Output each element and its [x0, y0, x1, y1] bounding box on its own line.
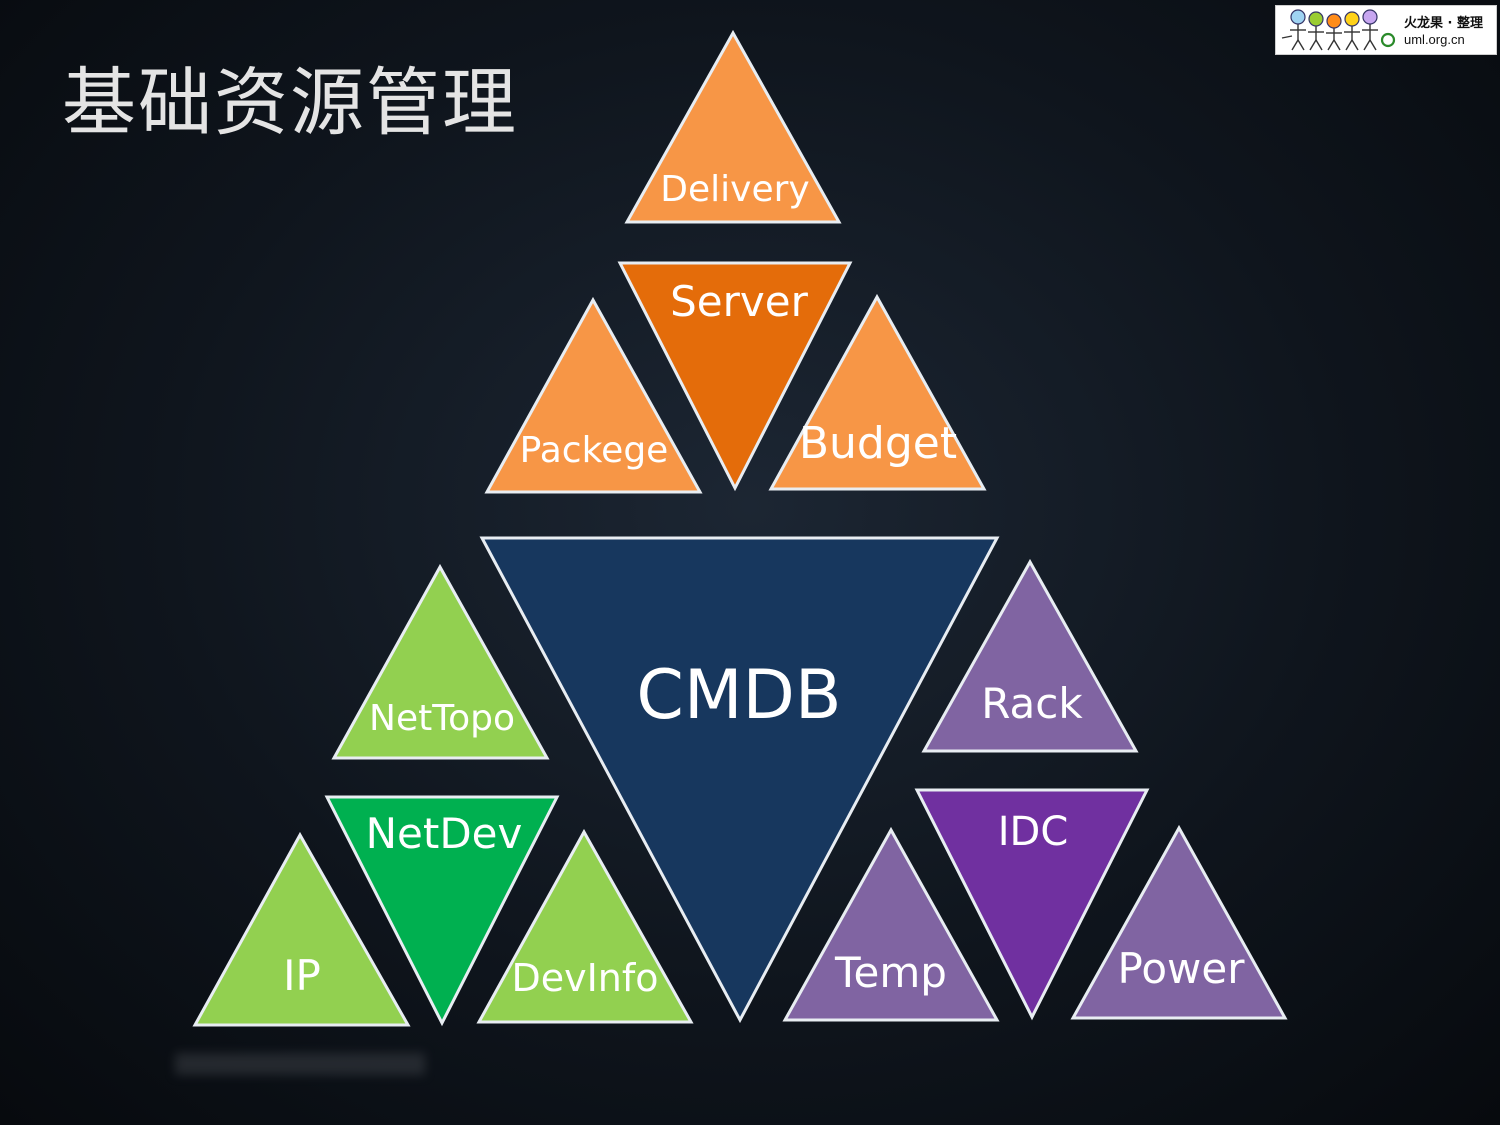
idc-label: IDC: [998, 809, 1069, 855]
rack-label: Rack: [981, 679, 1083, 728]
delivery-triangle: [624, 29, 842, 224]
rack-triangle: [921, 558, 1139, 753]
cmdb-triangle: [479, 536, 1000, 1024]
node-ip: IP: [192, 831, 411, 1027]
watermark-logo: 火龙果 · 整理 uml.org.cn: [1275, 5, 1497, 55]
server-triangle: [617, 261, 853, 492]
node-budget: Budget: [768, 293, 987, 491]
nettopo-label: NetTopo: [369, 698, 515, 739]
blurred-footer-text: [175, 1053, 425, 1075]
node-idc: IDC: [914, 788, 1150, 1021]
ip-label: IP: [283, 951, 321, 1000]
node-server: Server: [617, 261, 853, 492]
temp-label: Temp: [834, 948, 947, 997]
power-triangle: [1070, 824, 1288, 1020]
node-netdev: NetDev: [324, 795, 560, 1027]
ip-triangle: [192, 831, 411, 1027]
power-label: Power: [1118, 944, 1246, 993]
budget-label: Budget: [799, 418, 957, 469]
slide-title: 基础资源管理: [62, 60, 518, 146]
node-packege: Packege: [484, 296, 703, 494]
node-power: Power: [1070, 824, 1288, 1020]
packege-triangle: [484, 296, 703, 494]
devinfo-label: DevInfo: [511, 956, 658, 1000]
watermark-text-cn: 火龙果 · 整理: [1404, 16, 1483, 31]
netdev-label: NetDev: [366, 809, 523, 858]
node-temp: Temp: [782, 826, 1000, 1022]
stick-figures-logo-icon: [1281, 9, 1396, 51]
idc-triangle: [914, 788, 1150, 1021]
netdev-triangle: [324, 795, 560, 1027]
node-devinfo: DevInfo: [476, 828, 694, 1024]
cmdb-label: CMDB: [636, 656, 841, 735]
budget-triangle: [768, 293, 987, 491]
delivery-label: Delivery: [660, 169, 809, 210]
packege-label: Packege: [520, 430, 669, 471]
devinfo-triangle: [476, 828, 694, 1024]
node-nettopo: NetTopo: [331, 563, 550, 760]
nettopo-triangle: [331, 563, 550, 760]
node-rack: Rack: [921, 558, 1139, 753]
temp-triangle: [782, 826, 1000, 1022]
node-delivery: Delivery: [624, 29, 842, 224]
server-label: Server: [670, 277, 808, 326]
watermark-url: uml.org.cn: [1404, 32, 1465, 47]
node-cmdb: CMDB: [479, 536, 1000, 1024]
